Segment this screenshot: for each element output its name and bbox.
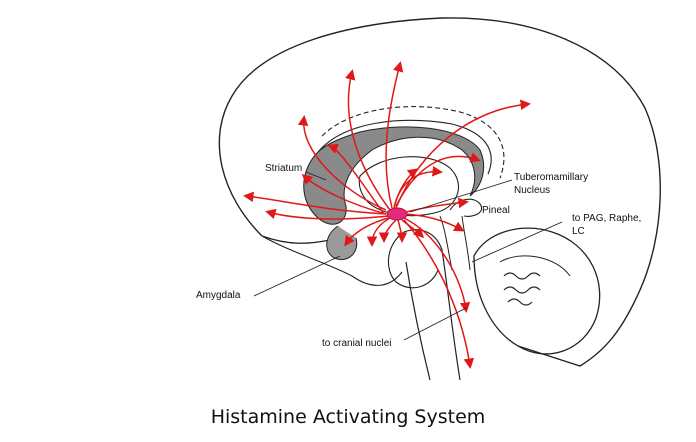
proj-pineal — [405, 197, 469, 213]
label-pineal: Pineal — [482, 205, 510, 216]
proj-cortex-up — [385, 61, 404, 209]
proj-hypothal-c — [401, 219, 425, 239]
proj-hypothal-a — [396, 219, 408, 243]
striatum-shape — [303, 126, 485, 225]
cerebellum-inner — [499, 255, 571, 277]
figure-caption: Histamine Activating System — [210, 406, 486, 428]
proj-thalamus-b — [393, 168, 419, 209]
brainstem — [403, 229, 461, 381]
proj-cortex-up-left — [345, 69, 391, 211]
proj-cortex-right — [395, 99, 531, 209]
label-striatum: Striatum — [265, 163, 303, 174]
proj-frontal-low — [265, 208, 389, 220]
proj-septal — [366, 217, 391, 247]
temporal-lobe — [261, 235, 403, 286]
pons — [387, 231, 439, 289]
label-pag-line1: to PAG, Raphe, — [572, 213, 642, 224]
label-pag-line2: LC — [572, 226, 585, 237]
proj-hypothal-b — [378, 219, 397, 243]
cerebellum — [473, 227, 601, 355]
proj-cortex-left — [297, 115, 387, 211]
label-tmn-line2: Nucleus — [514, 185, 551, 196]
proj-striatum — [301, 174, 387, 215]
leader-lines — [253, 171, 563, 341]
inner-cortex-outline — [261, 235, 331, 244]
proj-frontal — [243, 191, 387, 215]
leader-cranial — [403, 307, 467, 341]
leader-striatum — [305, 171, 327, 181]
leader-pag — [471, 221, 563, 263]
label-tmn-line1: Tuberomamillary — [514, 172, 589, 183]
amygdala-shape — [326, 225, 358, 260]
proj-cranial — [403, 219, 475, 369]
leader-amygdala — [253, 255, 341, 297]
fourth-ventricle-squiggle — [503, 272, 541, 306]
proj-tectum — [405, 213, 465, 232]
cortex-outline — [218, 17, 661, 367]
label-cranial-nuclei: to cranial nuclei — [322, 338, 392, 349]
leader-tmn — [409, 179, 513, 213]
callosum-dashed — [321, 106, 505, 179]
proj-brainstem — [403, 217, 471, 313]
callosum-inner — [317, 119, 492, 175]
proj-amygdala — [344, 217, 389, 247]
midbrain-channel — [439, 215, 471, 271]
projections — [243, 61, 531, 369]
proj-cortex-mid — [395, 152, 481, 207]
thalamus — [358, 156, 459, 217]
label-amygdala: Amygdala — [196, 290, 241, 301]
proj-hippocampus — [327, 143, 385, 215]
